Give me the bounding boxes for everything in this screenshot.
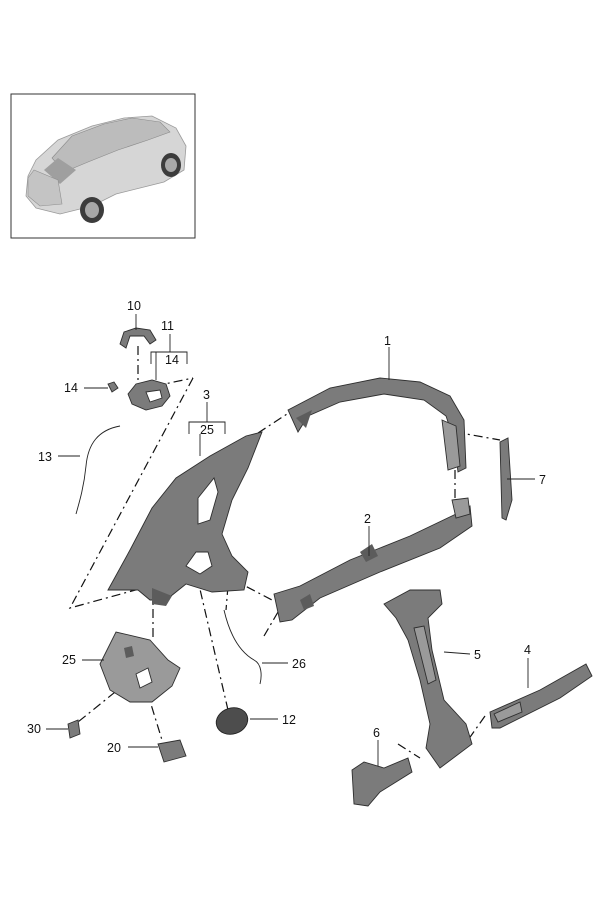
assembly-lines: [68, 346, 507, 759]
part-14-clip: [107, 381, 119, 393]
part-11-fuel-housing: [127, 379, 171, 411]
callout-14: 14: [64, 381, 78, 395]
part-30-screw: [67, 719, 81, 739]
callout-1: 1: [384, 334, 391, 348]
part-13-cable: [75, 425, 121, 515]
part-1-side-frame: [287, 377, 467, 473]
callout-6: 6: [373, 726, 380, 740]
part-25-inner-plate: [99, 631, 181, 703]
callout-2: 2: [364, 512, 371, 526]
part-5-b-pillar: [383, 589, 473, 769]
part-10-bracket: [119, 327, 157, 349]
callout-14-sub: 14: [165, 353, 179, 367]
car-illustration: [25, 115, 187, 223]
callouts: 1 2 3 25 4 5 6 7 10 11 14 14 13 25 20 30…: [27, 299, 546, 755]
part-20-module: [157, 739, 187, 763]
part-26-wire: [223, 609, 262, 685]
part-4-rocker: [489, 663, 593, 729]
part-7-pillar-strip: [499, 437, 513, 521]
callout-12: 12: [282, 713, 296, 727]
callout-3: 3: [203, 388, 210, 402]
vehicle-thumbnail: [10, 93, 196, 239]
part-3-quarter-panel: [107, 431, 263, 606]
callout-25: 25: [62, 653, 76, 667]
callout-11: 11: [161, 319, 174, 333]
callout-25-sub: 25: [200, 423, 214, 437]
leader-lines: [46, 314, 535, 766]
callout-13: 13: [38, 450, 52, 464]
callout-10: 10: [127, 299, 141, 313]
part-2-lower-frame: [273, 497, 473, 623]
callout-5: 5: [474, 648, 481, 662]
part-12-fuel-door: [215, 707, 249, 735]
callout-20: 20: [107, 741, 121, 755]
callout-7: 7: [539, 473, 546, 487]
callout-26: 26: [292, 657, 306, 671]
part-6-lower-piece: [351, 757, 413, 807]
callout-4: 4: [524, 643, 531, 657]
callout-30: 30: [27, 722, 41, 736]
